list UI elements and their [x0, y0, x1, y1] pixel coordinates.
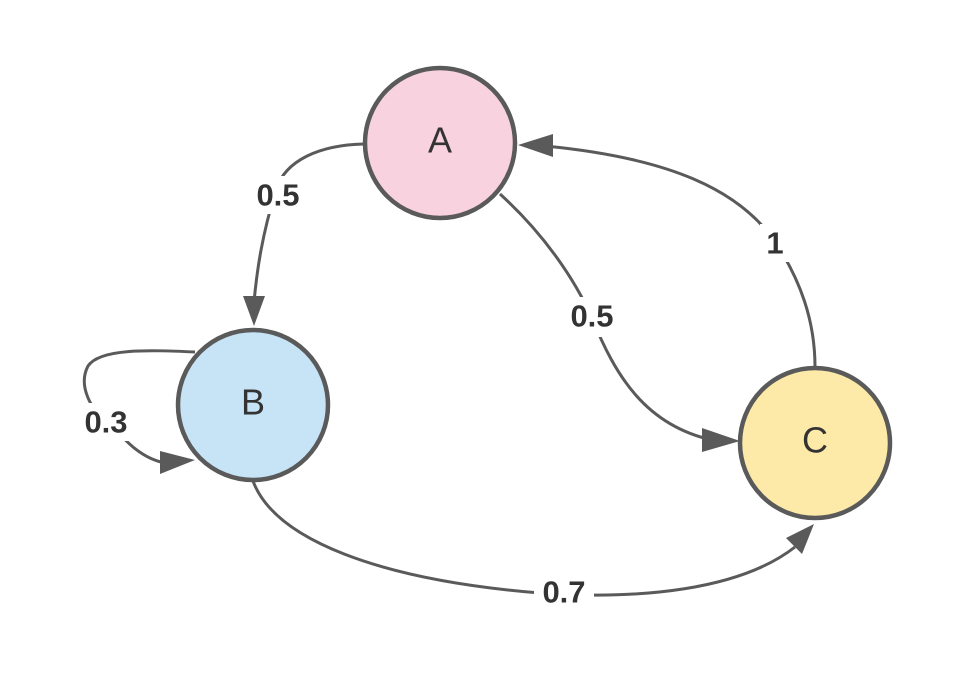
- node-a-label: A: [428, 120, 452, 161]
- edge-a-to-b-label: 0.5: [256, 178, 299, 213]
- edge-b-to-c-arrowhead: [786, 524, 814, 554]
- edge-b-to-c-label: 0.7: [542, 575, 585, 610]
- edge-a-to-b-arrowhead: [243, 296, 265, 326]
- edge-a-to-c-arrowhead: [702, 428, 740, 452]
- node-a[interactable]: A: [362, 65, 518, 221]
- edge-b-to-c-line: [251, 480, 796, 597]
- edge-c-to-a: 1: [518, 134, 817, 368]
- edge-b-to-b-line: [82, 349, 196, 465]
- edge-b-to-c: 0.7: [251, 480, 814, 613]
- edge-b-to-b-arrowhead: [160, 451, 195, 474]
- edge-a-to-c-label: 0.5: [570, 299, 613, 334]
- node-a-circle: [362, 65, 518, 221]
- edge-a-to-c: 0.5: [498, 192, 740, 452]
- edge-b-to-b-label: 0.3: [84, 405, 127, 440]
- edge-c-to-a-arrowhead: [518, 134, 553, 157]
- edge-a-to-b: 0.5: [243, 142, 365, 326]
- node-c[interactable]: C: [737, 365, 893, 521]
- node-b-label: B: [241, 382, 265, 423]
- edge-c-to-a-label: 1: [766, 226, 783, 261]
- node-b-circle: [175, 327, 331, 483]
- node-b[interactable]: B: [175, 327, 331, 483]
- node-c-circle: [737, 365, 893, 521]
- edge-b-to-b: 0.3: [78, 349, 196, 474]
- edge-a-to-b-line: [252, 142, 365, 303]
- node-c-label: C: [802, 420, 828, 461]
